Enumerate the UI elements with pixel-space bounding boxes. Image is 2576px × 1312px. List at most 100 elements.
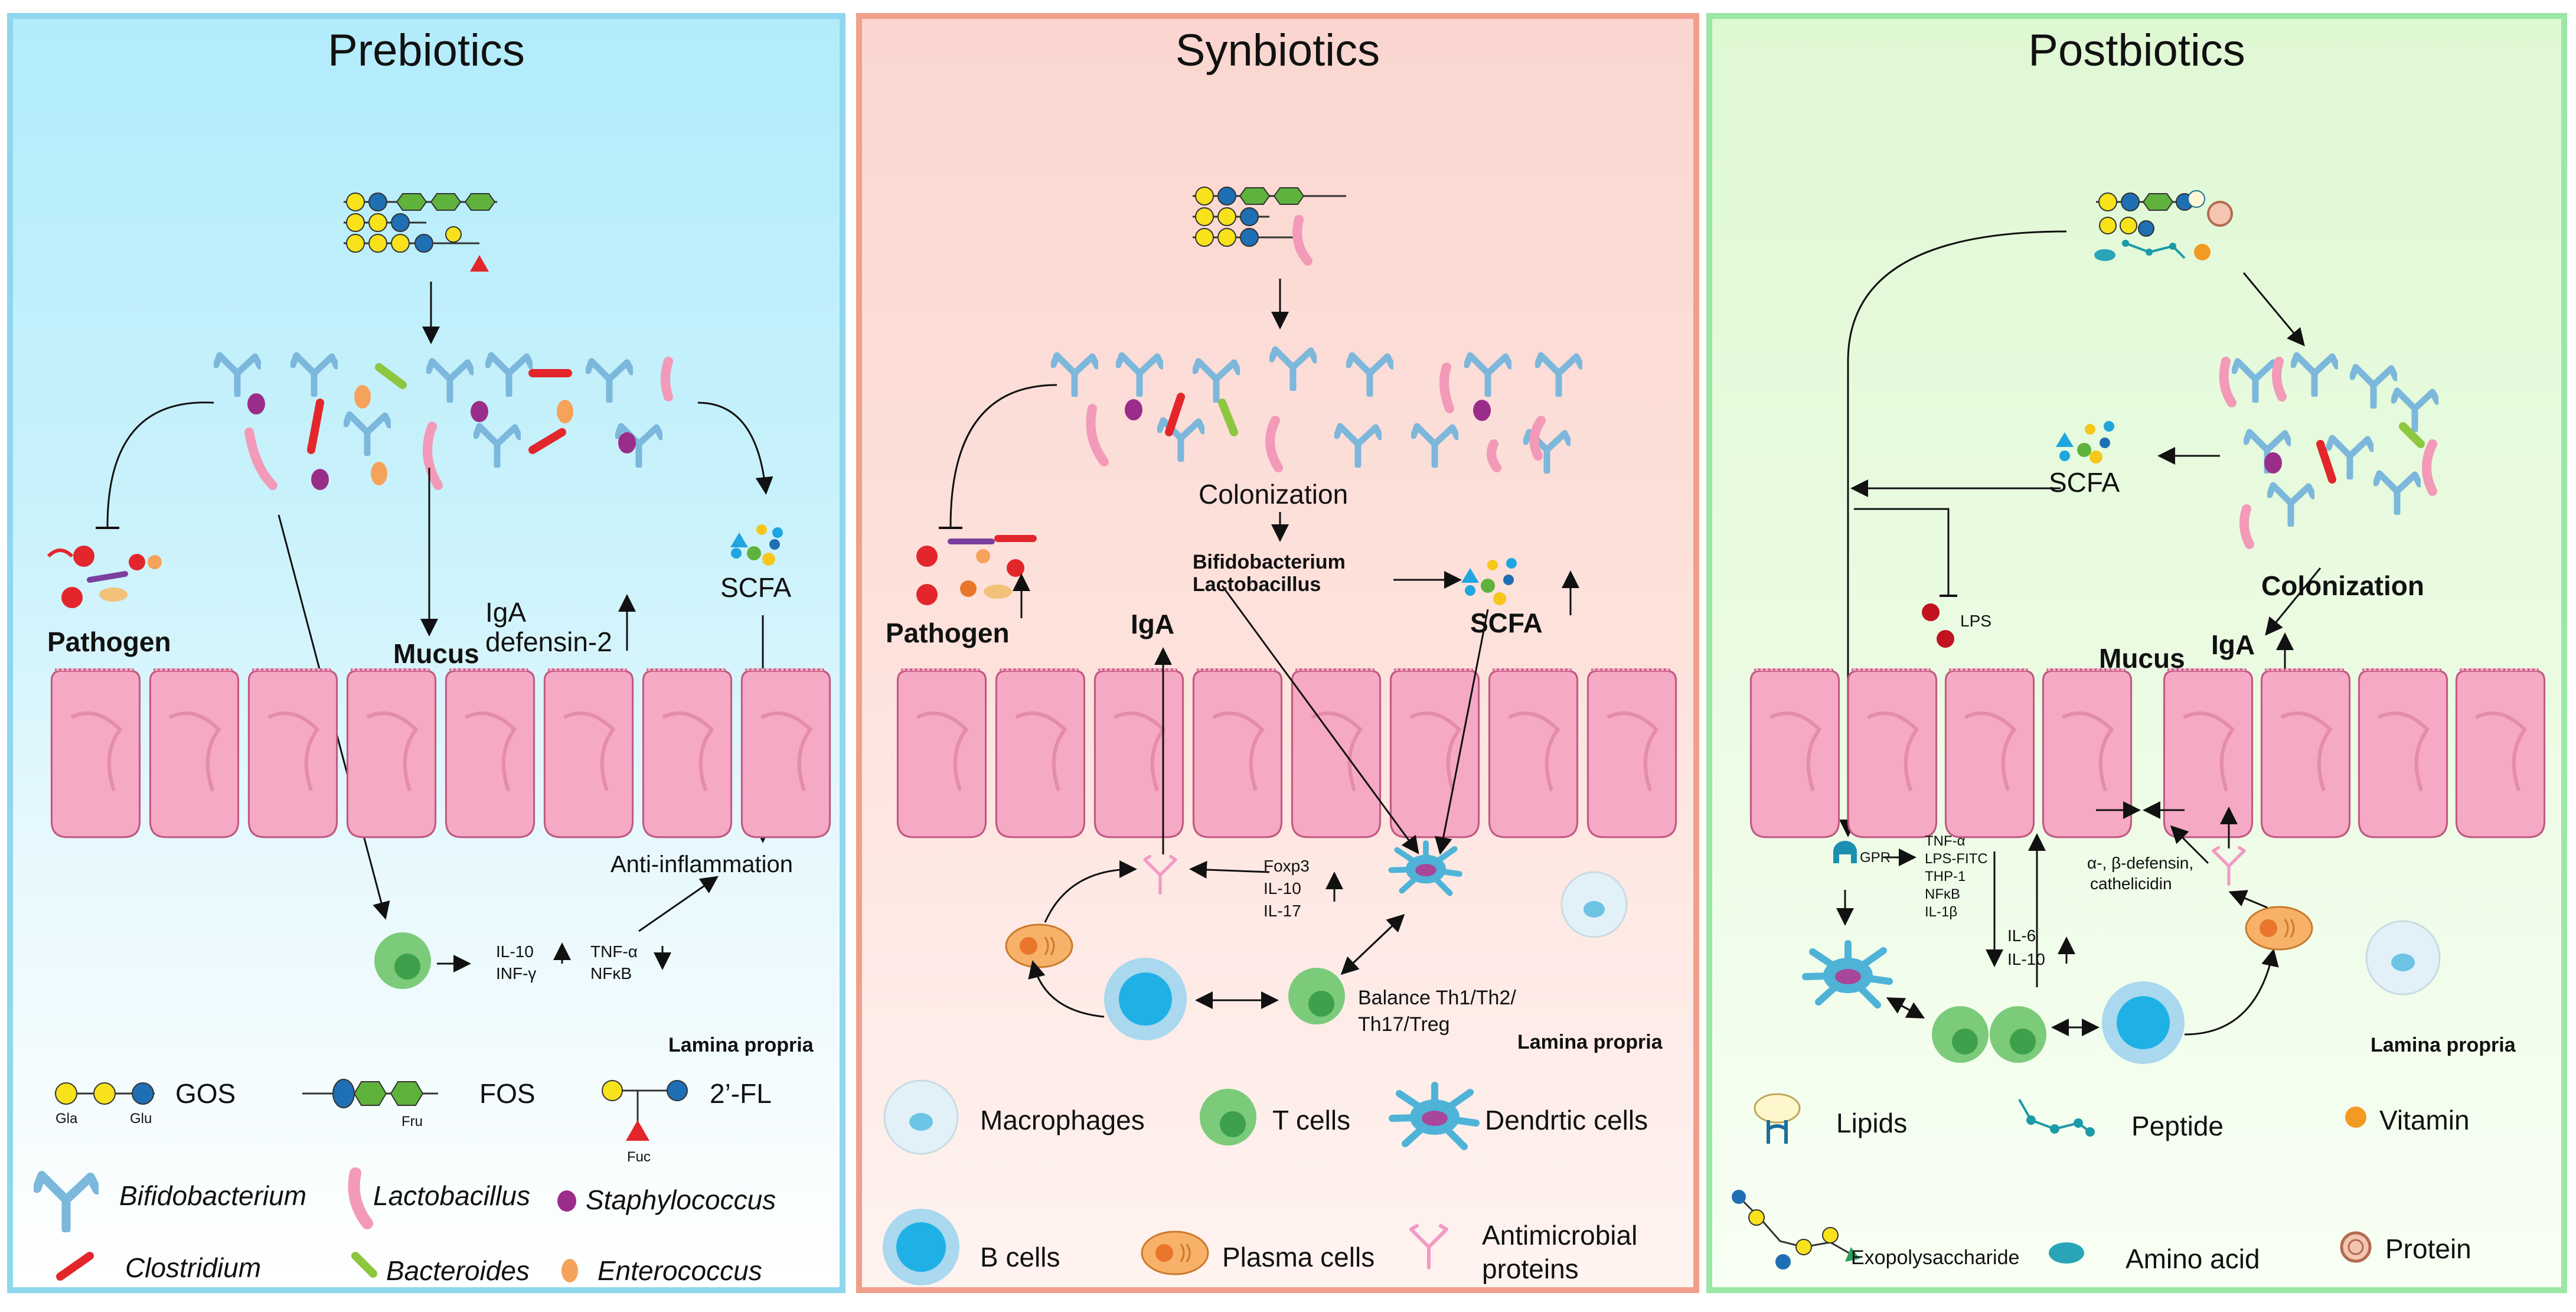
postbiotics-diagram xyxy=(1732,190,2561,1269)
il10-label: IL-10 xyxy=(1263,879,1301,897)
legend-enterococcus-label: Enterococcus xyxy=(598,1255,762,1286)
marker-il1b: IL-1β xyxy=(1925,904,1958,920)
legend-vitamin-label: Vitamin xyxy=(2379,1105,2470,1135)
foxp3-label: Foxp3 xyxy=(1263,857,1310,875)
synbiotic-chain-icon xyxy=(1193,187,1346,266)
il10-label: IL-10 xyxy=(2007,950,2045,968)
scfa-label: SCFA xyxy=(2049,467,2120,498)
legend-macrophage-icon xyxy=(883,1079,959,1155)
scfa-icon xyxy=(2056,421,2114,464)
synbiotics-diagram xyxy=(883,187,1693,1285)
legend-dendritic-cell-icon xyxy=(1392,1085,1476,1147)
nfkb-label: NFκB xyxy=(590,964,632,983)
lps-icon xyxy=(1922,603,1954,648)
panel-title: Postbiotics xyxy=(2028,25,2245,76)
lamina-propria-label: Lamina propria xyxy=(1517,1031,1663,1053)
legend-clostridium-icon xyxy=(56,1252,94,1281)
plasma-cell-icon xyxy=(2245,906,2313,951)
infg-label: INF-γ xyxy=(496,964,537,983)
legend-lactobacillus-icon xyxy=(348,1167,373,1229)
epithelium-layer xyxy=(51,665,830,837)
prebiotics-diagram xyxy=(13,192,840,1282)
colonization-label: Colonization xyxy=(1199,479,1349,510)
legend-fru-label: Fru xyxy=(401,1114,423,1130)
gut-microbiota-cluster xyxy=(1053,350,1581,471)
legend-amino-acid-label: Amino acid xyxy=(2126,1244,2260,1274)
lamina-propria-label: Lamina propria xyxy=(2371,1034,2516,1056)
legend-staphylococcus-label: Staphylococcus xyxy=(586,1184,776,1215)
legend-protein-icon xyxy=(2340,1231,2372,1263)
defensin-label-line2: cathelicidin xyxy=(2090,874,2172,893)
mucus-label: Mucus xyxy=(393,638,479,669)
legend-b-cell-icon xyxy=(883,1209,959,1285)
dendritic-cell-icon xyxy=(1392,843,1460,893)
legend-lipids-icon xyxy=(1754,1093,1801,1144)
gut-microbiota-cluster xyxy=(216,355,673,490)
scfa-label: SCFA xyxy=(1470,608,1543,638)
legend-fuc-label: Fuc xyxy=(627,1149,651,1165)
legend-exopolysaccharide-icon xyxy=(1732,1190,1860,1269)
legend-lactobacillus-label: Lactobacillus xyxy=(373,1180,530,1211)
dendritic-cell-icon xyxy=(1806,944,1889,1005)
postbiotics-panel: Postbiotics xyxy=(1706,13,2567,1293)
legend-bifidobacterium-label: Bifidobacterium xyxy=(119,1180,307,1211)
macrophage-icon xyxy=(1560,871,1628,938)
iga-label: IgA xyxy=(2211,629,2255,660)
prebiotics-panel: Prebiotics xyxy=(7,13,845,1293)
lamina-propria-label: Lamina propria xyxy=(668,1034,814,1056)
legend-enterococcus-icon xyxy=(561,1259,578,1282)
legend-macrophages-label: Macrophages xyxy=(980,1105,1145,1135)
legend-peptide-icon xyxy=(2018,1099,2095,1137)
legend-2fl-label: 2’-FL xyxy=(710,1078,772,1109)
plasma-cell-icon xyxy=(1005,923,1073,968)
legend-glu-label: Glu xyxy=(130,1111,152,1127)
legend-gos-icon xyxy=(55,1082,155,1105)
antimicrobial-protein-icon xyxy=(1145,857,1176,893)
panel-title: Synbiotics xyxy=(1175,25,1380,76)
pathogen-cluster-icon xyxy=(916,535,1037,605)
legend-vitamin-icon xyxy=(2345,1107,2366,1128)
t-cell-pair-icon xyxy=(1932,1006,2046,1063)
pathogen-label: Pathogen xyxy=(886,618,1010,648)
legend-exopolysaccharide-label: Exopolysaccharide xyxy=(1851,1246,2020,1269)
bifidobacterium-label: Bifidobacterium xyxy=(1193,551,1346,573)
il10-label: IL-10 xyxy=(496,942,534,961)
iga-label: IgA xyxy=(1131,609,1175,639)
scfa-label: SCFA xyxy=(720,572,792,603)
pathogen-label: Pathogen xyxy=(47,626,171,657)
legend-bacteroides-icon xyxy=(351,1252,377,1278)
marker-lps-fitc: LPS-FITC xyxy=(1925,851,1988,867)
iga-label: IgA xyxy=(485,597,527,628)
postbiotic-mix-icon xyxy=(2094,190,2233,261)
legend-plasma-cells-label: Plasma cells xyxy=(1222,1242,1375,1272)
legend-plasma-cell-icon xyxy=(1141,1231,1209,1275)
gpr-label: GPR xyxy=(1860,850,1891,866)
balance-label-line2: Th17/Treg xyxy=(1358,1013,1450,1036)
defensin-label-line1: α-, β-defensin, xyxy=(2087,854,2194,872)
antimicrobial-protein-icon xyxy=(2213,848,2245,885)
epithelium-layer xyxy=(1751,665,2544,837)
anti-inflammation-label: Anti-inflammation xyxy=(610,851,794,877)
tnfa-label: TNF-α xyxy=(590,942,638,961)
legend-gos-label: GOS xyxy=(175,1078,236,1109)
legend-antimicrobial-label-line1: Antimicrobial xyxy=(1482,1220,1638,1251)
legend-lipids-label: Lipids xyxy=(1836,1108,1908,1138)
gut-microbiota-cluster xyxy=(2219,355,2437,549)
legend-amino-acid-icon xyxy=(2049,1242,2084,1264)
legend-2fl-icon xyxy=(602,1080,688,1141)
legend-fos-label: FOS xyxy=(479,1078,536,1109)
b-cell-icon xyxy=(2102,981,2185,1064)
legend-clostridium-label: Clostridium xyxy=(125,1252,262,1283)
synbiotics-panel: Synbiotics xyxy=(856,13,1699,1293)
b-cell-icon xyxy=(1104,958,1187,1040)
legend-t-cell-icon xyxy=(1200,1089,1256,1145)
legend-dendritic-cells-label: Dendrtic cells xyxy=(1485,1105,1648,1135)
panel-title: Prebiotics xyxy=(328,25,525,76)
legend-bifidobacterium-icon xyxy=(37,1176,97,1229)
legend-staphylococcus-icon xyxy=(557,1190,576,1212)
colonization-label: Colonization xyxy=(2261,570,2424,601)
defensin-label: defensin-2 xyxy=(485,626,612,657)
scfa-icon xyxy=(730,524,783,566)
il17-label: IL-17 xyxy=(1263,902,1301,920)
legend-t-cells-label: T cells xyxy=(1272,1105,1351,1135)
